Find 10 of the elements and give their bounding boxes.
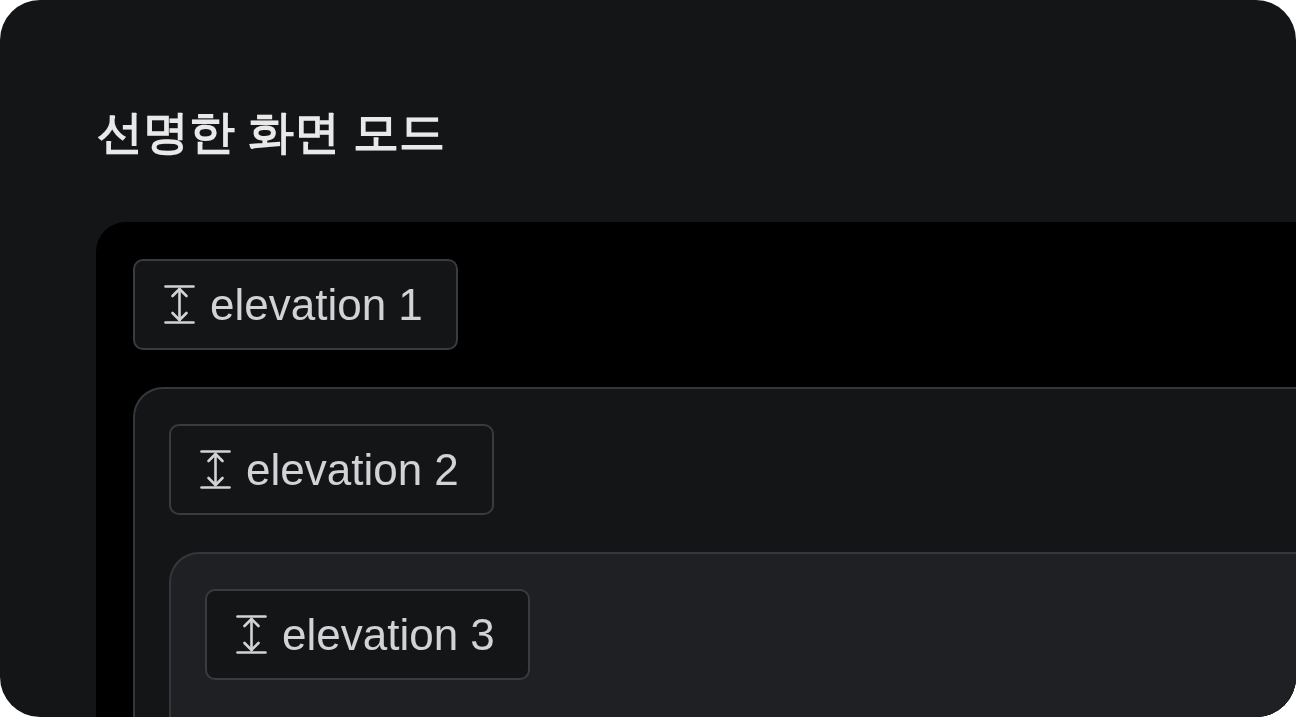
elevation-chip: [205, 589, 530, 680]
elevation-label: elevation 1: [210, 278, 423, 331]
elevation-label: elevation 3: [282, 608, 495, 661]
elevation-chip: [133, 259, 458, 350]
elevation-chip: [169, 424, 494, 515]
page-title: 선명한 화면 모드: [97, 105, 445, 160]
elevation-panel: [133, 387, 1296, 717]
elevation-label: elevation 2: [246, 443, 459, 496]
elevation-panel: [169, 552, 1296, 717]
elevation-panel: [96, 222, 1296, 717]
